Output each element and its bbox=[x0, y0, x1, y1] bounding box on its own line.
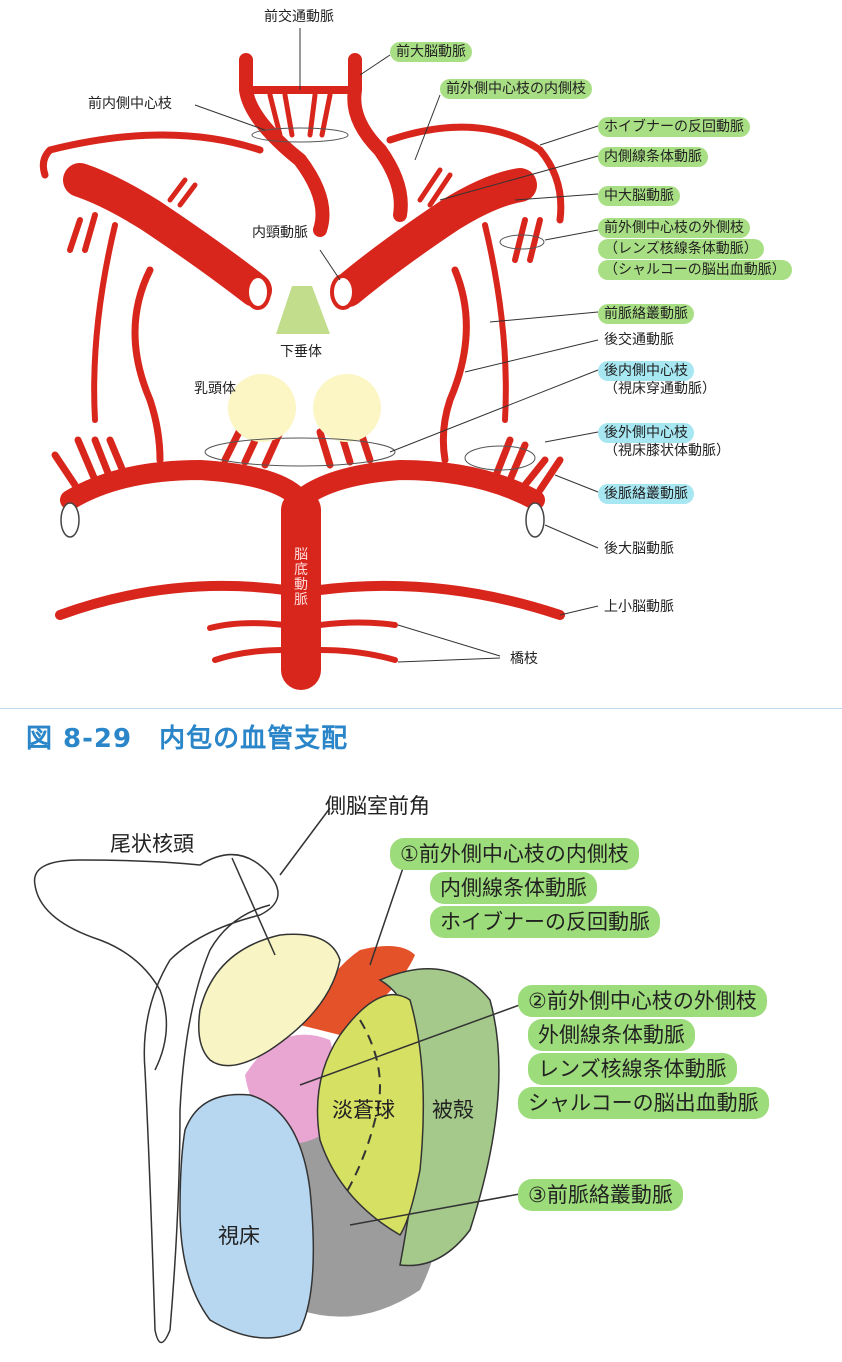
ventricle-outline bbox=[33, 853, 279, 1344]
label-mca: 中大脳動脈 bbox=[598, 186, 680, 206]
label-putamen: 被殻 bbox=[432, 1098, 474, 1122]
right-pca bbox=[290, 459, 545, 510]
caudate-shape bbox=[198, 933, 341, 1067]
left-aca-trunk bbox=[239, 53, 330, 237]
label-group2-a: 外側線条体動脈 bbox=[528, 1019, 695, 1051]
label-basilar: 脳底動脈 bbox=[294, 547, 308, 608]
label-post-medial-central: 後内側中心枝 bbox=[598, 361, 694, 381]
right-sca bbox=[315, 580, 565, 620]
label-aca: 前大脳動脈 bbox=[390, 42, 472, 62]
arterial-circle-diagram: 前交通動脈 前大脳動脈 前内側中心枝 前外側中心枝の内側枝 ホイブナーの反回動脈… bbox=[39, 9, 792, 690]
label-medial-striate: 内側線条体動脈 bbox=[598, 147, 708, 167]
label-group2-title: ②前外側中心枝の外側枝 bbox=[518, 985, 767, 1017]
internal-capsule-diagram: 図 8-29 内包の血管支配 側脳室前角 尾状核頭 ①前外側中心枝の内側枝 内側… bbox=[0, 690, 842, 1362]
label-thalamus: 視床 bbox=[218, 1224, 260, 1248]
anterior-limb bbox=[300, 946, 415, 1035]
left-mca bbox=[63, 163, 272, 307]
label-sca: 上小脳動脈 bbox=[604, 599, 674, 615]
label-heubner: ホイブナーの反回動脈 bbox=[598, 117, 750, 137]
label-group2-c: シャルコーの脳出血動脈 bbox=[518, 1087, 769, 1119]
label-thalamoperforate: （視床穿通動脈） bbox=[604, 381, 716, 397]
label-ventricle: 側脳室前角 bbox=[325, 794, 430, 818]
label-ant-choroidal: 前脈絡叢動脈 bbox=[598, 304, 694, 324]
label-group1-a: 内側線条体動脈 bbox=[430, 872, 597, 904]
label-pcom: 後交通動脈 bbox=[604, 332, 674, 348]
right-pcom bbox=[439, 266, 470, 464]
label-globus-pallidus: 淡蒼球 bbox=[332, 1098, 395, 1122]
right-mca bbox=[331, 168, 537, 307]
left-ica-cut bbox=[245, 274, 271, 310]
label-charcot: （シャルコーの脳出血動脈） bbox=[598, 260, 792, 280]
label-mammillary: 乳頭体 bbox=[194, 381, 236, 397]
label-group3-title: ③前脈絡叢動脈 bbox=[518, 1179, 683, 1211]
internal-capsule-svg bbox=[33, 807, 526, 1344]
label-group1-b: ホイブナーの反回動脈 bbox=[430, 906, 660, 938]
left-sca bbox=[55, 580, 290, 620]
left-pca bbox=[60, 459, 310, 510]
label-group2-b: レンズ核線条体動脈 bbox=[528, 1053, 737, 1085]
label-pca: 後大脳動脈 bbox=[604, 541, 674, 557]
label-anterolateral-medial: 前外側中心枝の内側枝 bbox=[440, 79, 592, 99]
label-group1-title: ①前外側中心枝の内側枝 bbox=[390, 838, 639, 870]
left-pcom bbox=[131, 266, 164, 464]
arterial-circle-svg bbox=[39, 28, 599, 690]
label-anterolateral-lateral: 前外側中心枝の外側枝 bbox=[598, 218, 750, 238]
divider bbox=[0, 708, 842, 709]
right-mammillary-body bbox=[313, 374, 381, 442]
figure-title: 図 8-29 内包の血管支配 bbox=[26, 724, 349, 754]
label-acom: 前交通動脈 bbox=[264, 9, 334, 25]
left-mammillary-body bbox=[228, 374, 296, 442]
right-aca-trunk bbox=[347, 53, 408, 222]
label-hypophysis: 下垂体 bbox=[280, 344, 322, 360]
label-lenticulostriate: （レンズ核線条体動脈） bbox=[598, 239, 764, 259]
label-thalamogeniculate: （視床膝状体動脈） bbox=[604, 443, 730, 459]
right-ica-cut bbox=[330, 274, 356, 310]
label-pontine: 橋枝 bbox=[510, 651, 538, 667]
thalamus-shape bbox=[179, 1093, 315, 1339]
label-post-choroidal: 後脈絡叢動脈 bbox=[598, 484, 694, 504]
label-ica: 内頸動脈 bbox=[252, 225, 308, 241]
label-post-lateral-central: 後外側中心枝 bbox=[598, 423, 694, 443]
label-caudate: 尾状核頭 bbox=[110, 832, 194, 856]
globus-pallidus-shape bbox=[316, 994, 425, 1237]
pituitary-shape bbox=[276, 286, 330, 334]
label-ant-medial-central: 前内側中心枝 bbox=[88, 96, 172, 112]
